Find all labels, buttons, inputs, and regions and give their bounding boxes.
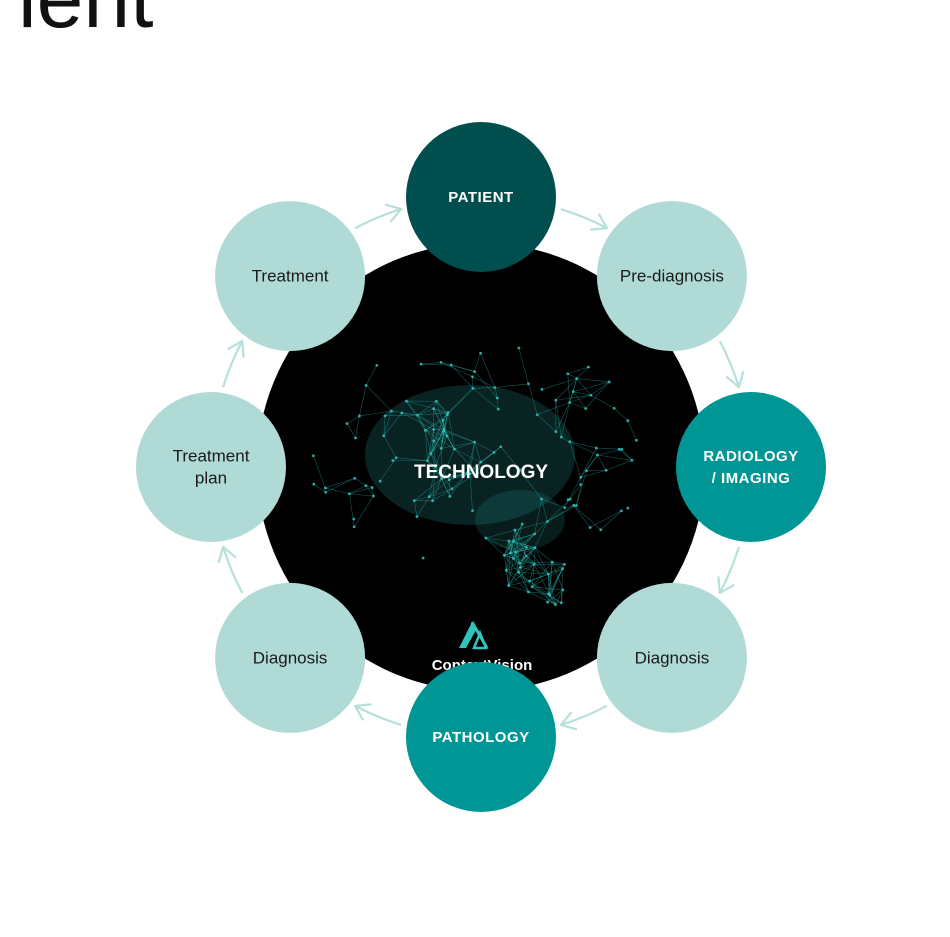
arrow-patient-to-pre-diagnosis: [560, 208, 608, 230]
center-disc: [257, 243, 705, 691]
node-circle-pathology: [406, 662, 556, 812]
node-label-pre-diagnosis: Pre-diagnosis: [620, 267, 724, 286]
arrow-treatment-plan-to-treatment: [222, 340, 244, 388]
arrow-radiology-imaging-to-diagnosis-right: [718, 546, 740, 594]
node-label-diagnosis-left: Diagnosis: [253, 648, 328, 667]
node-label-treatment-plan: Treatment: [173, 446, 250, 465]
arrowhead-diagnosis-left: [353, 703, 372, 721]
node-circle-patient: [406, 122, 556, 272]
node-pathology: PATHOLOGY: [406, 662, 556, 812]
contextvision-logo-icon: [459, 621, 489, 650]
node-label-diagnosis-right: Diagnosis: [635, 648, 710, 667]
node-treatment-plan: Treatment plan: [136, 392, 286, 542]
arrowhead-pre-diagnosis: [590, 213, 609, 231]
arrows-layer: [217, 203, 745, 731]
node-label-treatment-plan: plan: [195, 468, 227, 487]
node-label-radiology-imaging: / IMAGING: [712, 470, 791, 487]
arrowhead-patient: [384, 203, 403, 223]
arrow-pathology-to-diagnosis-left: [354, 704, 402, 726]
node-radiology-imaging: RADIOLOGY / IMAGING: [676, 392, 826, 542]
center-label: TECHNOLOGY: [414, 462, 548, 483]
center-circle: TECHNOLOGY ContextVision: [257, 243, 705, 691]
arrowhead-treatment-plan: [217, 545, 237, 564]
node-circle-radiology-imaging: [676, 392, 826, 542]
node-pre-diagnosis: Pre-diagnosis: [596, 201, 747, 352]
arrowhead-treatment: [227, 339, 245, 358]
node-circle-diagnosis-right: [596, 582, 747, 733]
node-treatment: Treatment: [215, 201, 366, 352]
partial-title: ient: [18, 0, 153, 40]
node-label-pathology: PATHOLOGY: [432, 729, 529, 746]
arrowhead-radiology-imaging: [725, 370, 745, 389]
arrowhead-pathology: [559, 711, 578, 731]
node-circle-pre-diagnosis: [596, 201, 747, 352]
node-label-patient: PATIENT: [448, 189, 513, 206]
node-circle-treatment: [215, 201, 366, 352]
node-label-treatment: Treatment: [252, 267, 329, 286]
arrowhead-diagnosis-right: [717, 576, 735, 595]
node-label-radiology-imaging: RADIOLOGY: [703, 448, 798, 465]
node-circle-treatment-plan: [136, 392, 286, 542]
node-diagnosis-left: Diagnosis: [215, 582, 366, 733]
node-patient: PATIENT: [406, 122, 556, 272]
node-circle-diagnosis-left: [215, 582, 366, 733]
brain-network-image: [311, 346, 638, 607]
node-diagnosis-right: Diagnosis: [596, 582, 747, 733]
